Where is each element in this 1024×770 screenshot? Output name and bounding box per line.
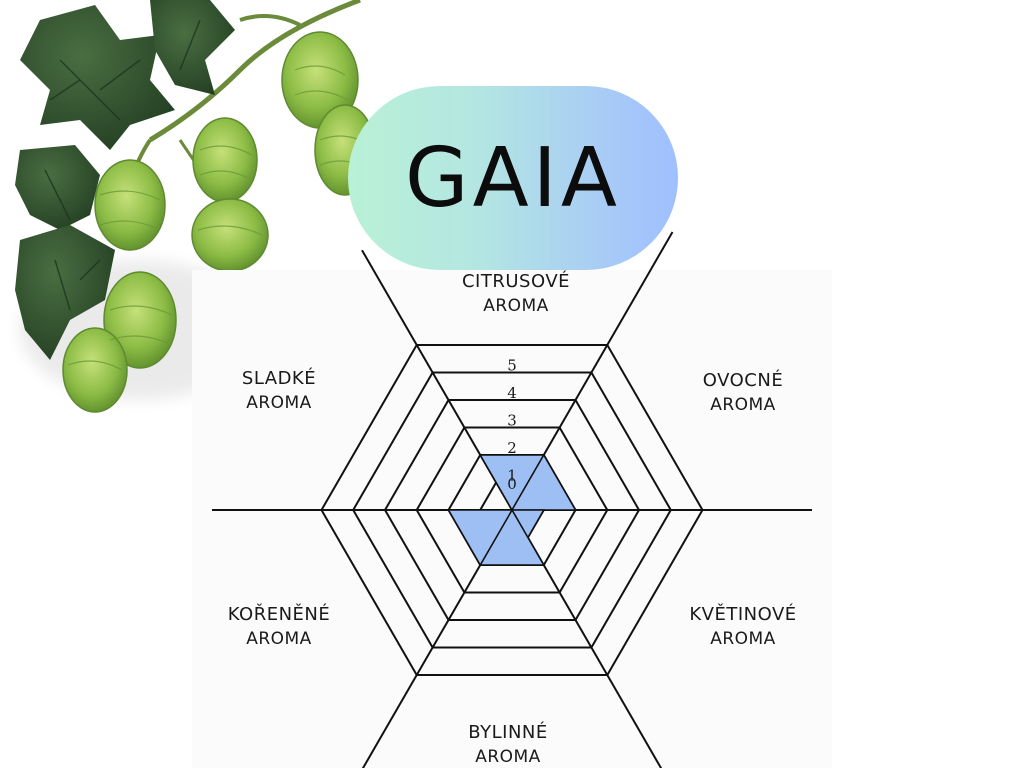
axis-label-kvetinove: KVĚTINOVÉ AROMA <box>663 602 823 652</box>
axis-label-ovocne: OVOCNÉ AROMA <box>663 368 823 418</box>
axis-label-name: CITRUSOVÉ <box>461 271 571 292</box>
axis-label-name: KOŘENĚNÉ <box>227 604 331 625</box>
axis-label-bylinne: BYLINNÉ AROMA <box>428 720 588 770</box>
axis-label-unit: AROMA <box>475 747 541 767</box>
axis-label-unit: AROMA <box>246 393 312 413</box>
tick-label: 3 <box>507 412 517 430</box>
tick-label: 0 <box>507 475 517 493</box>
axis-label-korenene: KOŘENĚNÉ AROMA <box>199 602 359 652</box>
axis-label-unit: AROMA <box>710 395 776 415</box>
title-badge: GAIA <box>348 86 678 270</box>
data-wedge-kořeněné <box>447 509 514 567</box>
tick-label: 5 <box>507 357 517 375</box>
radar-tick-labels: 01 2 3 4 5 <box>507 357 517 494</box>
axis-label-unit: AROMA <box>246 629 312 649</box>
axis-label-citrusove: CITRUSOVÉ AROMA <box>436 269 596 319</box>
tick-label: 2 <box>507 439 517 457</box>
axis-label-name: OVOCNÉ <box>702 370 784 391</box>
tick-label: 4 <box>507 384 517 402</box>
hop-branch-icon <box>15 0 376 413</box>
axis-label-unit: AROMA <box>483 296 549 316</box>
tick-label: 1 <box>507 467 517 485</box>
radar-data-area <box>447 453 577 567</box>
axis-label-name: BYLINNÉ <box>468 722 548 743</box>
axis-label-name: KVĚTINOVÉ <box>689 604 797 625</box>
axis-label-sladke: SLADKÉ AROMA <box>199 366 359 416</box>
axis-label-unit: AROMA <box>710 629 776 649</box>
axis-label-name: SLADKÉ <box>241 368 317 389</box>
page-title: GAIA <box>405 130 621 226</box>
